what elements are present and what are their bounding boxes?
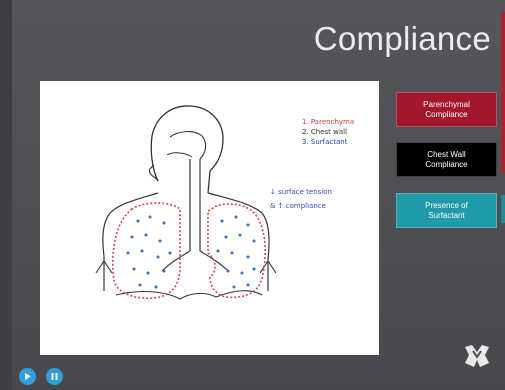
pause-button[interactable] (46, 368, 63, 385)
slide-title: Compliance (314, 20, 491, 58)
whiteboard-canvas: 1. Parenchyma 2. Chest wall 3. Surfactan… (40, 81, 379, 355)
note-compliance: & ↑ compliance (270, 202, 326, 211)
chest-wall-compliance-button[interactable]: Chest Wall Compliance (396, 142, 497, 177)
oral-airway (167, 153, 192, 157)
play-icon (23, 372, 32, 381)
pause-icon (50, 372, 59, 381)
play-button[interactable] (19, 368, 36, 385)
left-band (0, 0, 12, 390)
presence-of-surfactant-label: Presence of Surfactant (425, 201, 468, 221)
right-edge-accent (501, 12, 505, 172)
note-surface-tension: ↓ surface tension (270, 188, 332, 197)
alveoli-dots (127, 216, 256, 289)
university-logo-icon (463, 343, 491, 374)
note-chest-wall: 2. Chest wall (302, 128, 347, 137)
parenchymal-compliance-label: Parenchymal Compliance (423, 100, 470, 120)
parenchymal-compliance-button[interactable]: Parenchymal Compliance (396, 92, 497, 127)
note-parenchyma: 1. Parenchyma (302, 118, 354, 127)
right-edge-accent-teal (501, 195, 505, 223)
chest-wall-compliance-label: Chest Wall Compliance (425, 150, 467, 170)
note-surfactant: 3. Surfactant (302, 138, 347, 147)
head-outline (151, 106, 223, 193)
left-lung (113, 203, 180, 298)
presence-of-surfactant-button[interactable]: Presence of Surfactant (396, 193, 497, 228)
